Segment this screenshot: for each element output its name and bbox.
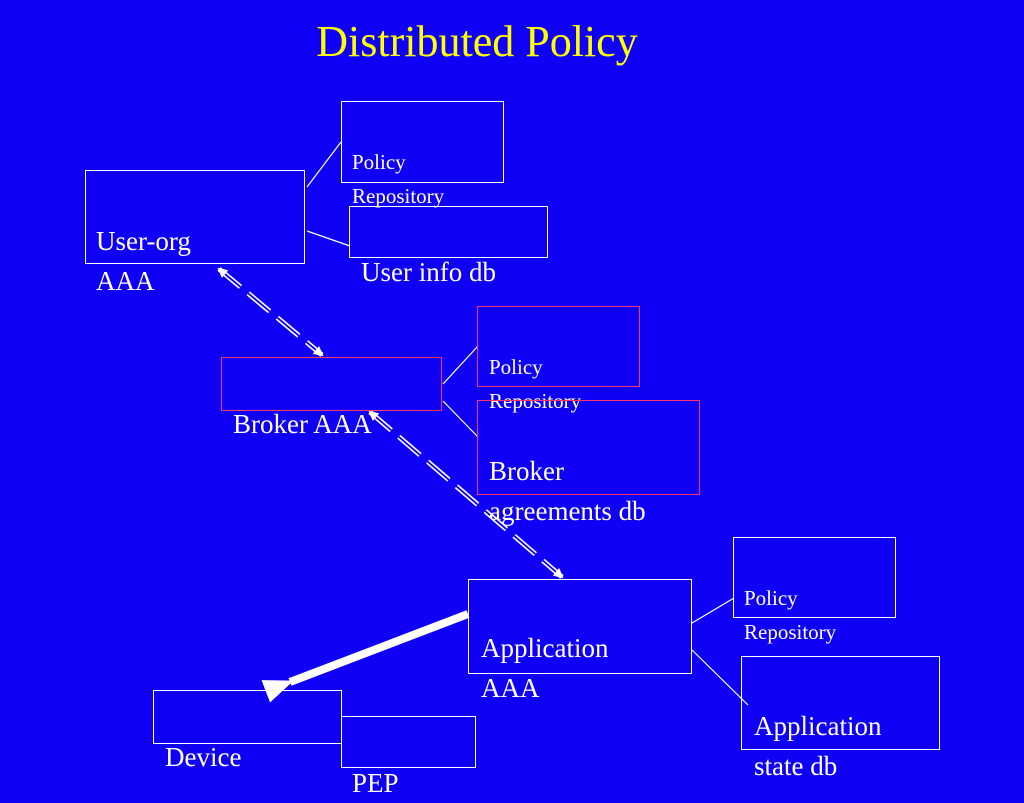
broker-agreements-db-label: Broker agreements db [489,456,646,526]
user-info-db-label: User info db [361,257,496,287]
broker-agreements-db-box: Broker agreements db [477,400,700,526]
dashed-arrow-user-broker [217,267,324,357]
app-policy-repository-label: Policy Repository [744,586,837,644]
pep-box: PEP [341,716,476,798]
broker-policy-repository-box: Policy Repository [477,306,640,413]
solid-arrow-application-device [261,610,470,703]
user-org-aaa-label: User-org AAA [96,226,191,296]
connector-broker-to-agreements-db [442,400,479,438]
user-policy-repository-label: Policy Repository [352,150,445,208]
user-policy-repository-box: Policy Repository [341,101,504,208]
connector-user-to-policy-repository [306,141,342,188]
connector-lines [217,141,749,706]
broker-policy-repository-label: Policy Repository [489,355,582,413]
slide-title: Distributed Policy [316,17,638,66]
application-aaa-label: Application AAA [481,633,609,703]
user-org-aaa-box: User-org AAA [85,170,305,296]
broker-aaa-label: Broker AAA [233,409,372,439]
device-box: Device [153,690,342,772]
application-state-db-label: Application state db [754,711,882,781]
dashed-arrow-broker-application [368,410,564,579]
user-info-db-box: User info db [349,206,548,287]
application-aaa-box: Application AAA [468,579,692,703]
broker-aaa-box: Broker AAA [221,357,442,439]
connector-user-to-user-info-db [306,230,351,247]
connector-app-to-policy-repository [691,597,735,624]
app-policy-repository-box: Policy Repository [733,537,896,644]
connector-app-to-state-db [691,649,749,706]
connector-broker-to-policy-repository [442,345,479,385]
pep-label: PEP [352,768,399,798]
device-label: Device [165,742,242,772]
application-state-db-box: Application state db [741,656,940,781]
